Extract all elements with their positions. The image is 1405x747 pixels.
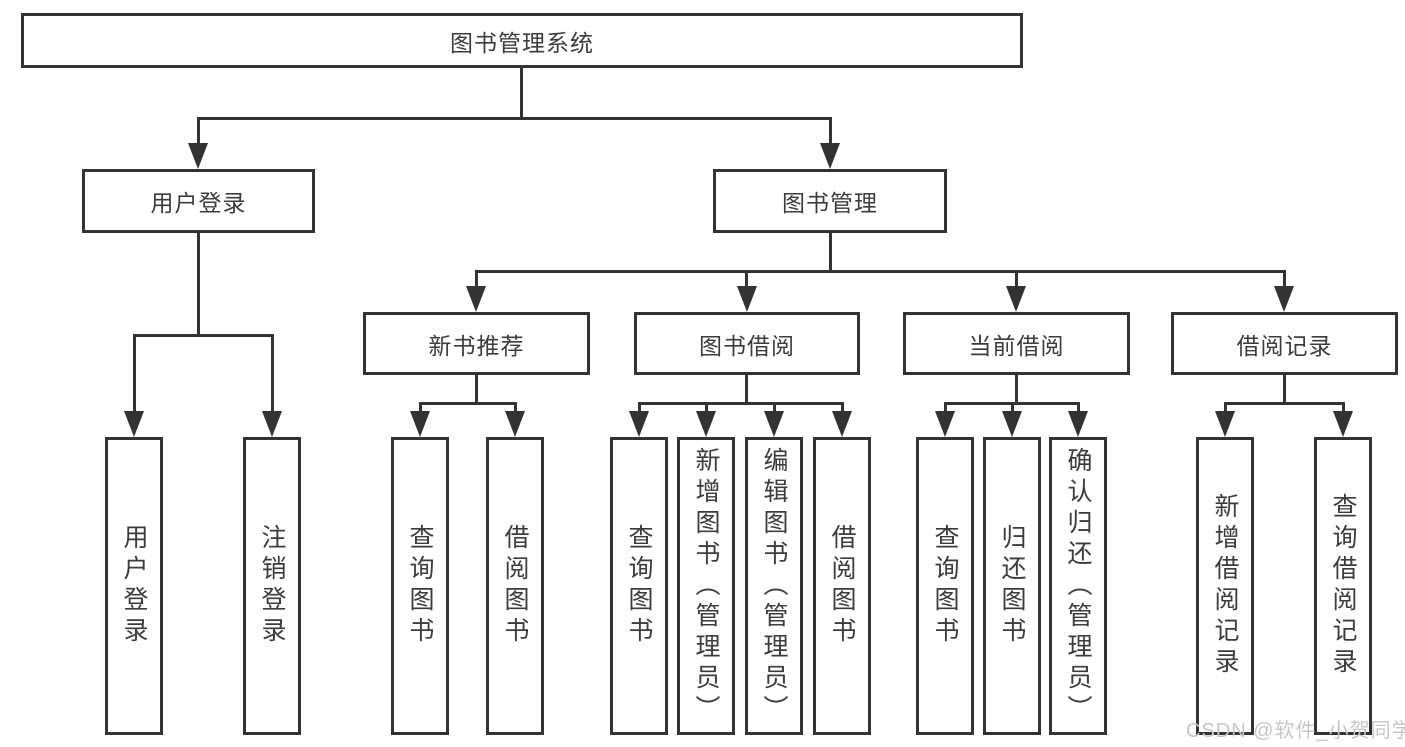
leaf-label: 查询图书	[406, 524, 434, 648]
connector-line	[419, 402, 422, 416]
connector-line	[1015, 375, 1018, 405]
connector-line	[638, 402, 641, 416]
arrow-down-icon	[629, 411, 649, 437]
connector-line	[475, 270, 1285, 273]
connector-line	[197, 117, 200, 147]
leaf-query-books-current: 查询图书	[916, 437, 974, 735]
leaf-query-books-recommend: 查询图书	[391, 437, 449, 735]
leaf-logout: 注销登录	[243, 437, 301, 735]
connector-line	[745, 375, 748, 405]
leaf-label: 新增图书（管理员）	[692, 446, 720, 726]
node-new-book-recommend: 新书推荐	[363, 312, 590, 375]
arrow-down-icon	[188, 143, 208, 169]
node-library-management-system: 图书管理系统	[21, 13, 1023, 68]
connector-line	[514, 402, 517, 416]
arrow-down-icon	[1215, 411, 1235, 437]
node-user-login-group: 用户登录	[82, 169, 315, 233]
arrow-down-icon	[764, 411, 784, 437]
connector-line	[271, 334, 274, 414]
connector-line	[1015, 270, 1018, 292]
node-label: 图书管理系统	[450, 29, 594, 56]
leaf-label: 借阅图书	[501, 524, 529, 648]
connector-line	[1077, 402, 1080, 416]
connector-line	[197, 233, 200, 337]
leaf-label: 查询借阅记录	[1329, 493, 1357, 679]
connector-line	[1342, 402, 1345, 416]
arrow-down-icon	[505, 411, 525, 437]
connector-line	[1011, 402, 1014, 416]
connector-line	[520, 68, 523, 118]
leaf-label: 新增借阅记录	[1211, 493, 1239, 679]
arrow-down-icon	[1002, 411, 1022, 437]
arrow-down-icon	[1006, 286, 1026, 312]
connector-line	[745, 270, 748, 292]
leaf-query-books-borrow: 查询图书	[610, 437, 668, 735]
node-label: 用户登录	[150, 190, 247, 216]
node-label: 借阅记录	[1236, 332, 1333, 359]
leaf-label: 用户登录	[120, 524, 148, 648]
connector-line	[475, 375, 478, 405]
leaf-label: 查询图书	[931, 524, 959, 648]
connector-line	[1224, 402, 1227, 416]
leaf-user-login: 用户登录	[105, 437, 163, 735]
leaf-return-books: 归还图书	[983, 437, 1041, 735]
leaf-borrow-books-recommend: 借阅图书	[486, 437, 544, 735]
arrow-down-icon	[1274, 286, 1294, 312]
leaf-confirm-return-admin: 确认归还（管理员）	[1049, 437, 1107, 735]
connector-line	[1283, 375, 1286, 405]
connector-line	[705, 402, 708, 416]
arrow-down-icon	[696, 411, 716, 437]
arrow-down-icon	[1068, 411, 1088, 437]
connector-line	[944, 402, 947, 416]
leaf-borrow-books: 借阅图书	[813, 437, 871, 735]
leaf-label: 查询图书	[625, 524, 653, 648]
leaf-label: 借阅图书	[828, 524, 856, 648]
leaf-label: 确认归还（管理员）	[1064, 446, 1092, 726]
arrow-down-icon	[1333, 411, 1353, 437]
arrow-down-icon	[832, 411, 852, 437]
connector-line	[1224, 402, 1344, 405]
node-label: 图书管理	[782, 190, 878, 216]
connector-line	[773, 402, 776, 416]
arrow-down-icon	[820, 143, 840, 169]
leaf-add-borrow-record: 新增借阅记录	[1196, 437, 1254, 735]
connector-line	[197, 117, 832, 120]
connector-line	[419, 402, 516, 405]
connector-line	[475, 270, 478, 292]
csdn-watermark: CSDN @软件_小贺同学	[1186, 720, 1405, 742]
connector-line	[638, 402, 843, 405]
node-label: 当前借阅	[968, 332, 1065, 359]
leaf-query-borrow-record: 查询借阅记录	[1314, 437, 1372, 735]
connector-line	[1283, 270, 1286, 292]
connector-line	[829, 117, 832, 147]
arrow-down-icon	[124, 411, 144, 437]
leaf-label: 归还图书	[998, 524, 1026, 648]
arrow-down-icon	[262, 411, 282, 437]
arrow-down-icon	[466, 286, 486, 312]
node-book-borrow: 图书借阅	[634, 312, 860, 375]
connector-line	[841, 402, 844, 416]
arrow-down-icon	[737, 286, 757, 312]
node-borrow-records: 借阅记录	[1171, 312, 1398, 375]
node-book-management: 图书管理	[713, 169, 947, 233]
connector-line	[133, 334, 273, 337]
connector-line	[829, 233, 832, 273]
node-label: 图书借阅	[699, 332, 795, 359]
node-current-borrow: 当前借阅	[903, 312, 1130, 375]
leaf-edit-books-admin: 编辑图书（管理员）	[745, 437, 803, 735]
leaf-add-books-admin: 新增图书（管理员）	[677, 437, 735, 735]
arrow-down-icon	[410, 411, 430, 437]
node-label: 新书推荐	[428, 332, 525, 359]
leaf-label: 编辑图书（管理员）	[760, 446, 788, 726]
leaf-label: 注销登录	[258, 524, 286, 648]
connector-line	[133, 334, 136, 414]
arrow-down-icon	[935, 411, 955, 437]
